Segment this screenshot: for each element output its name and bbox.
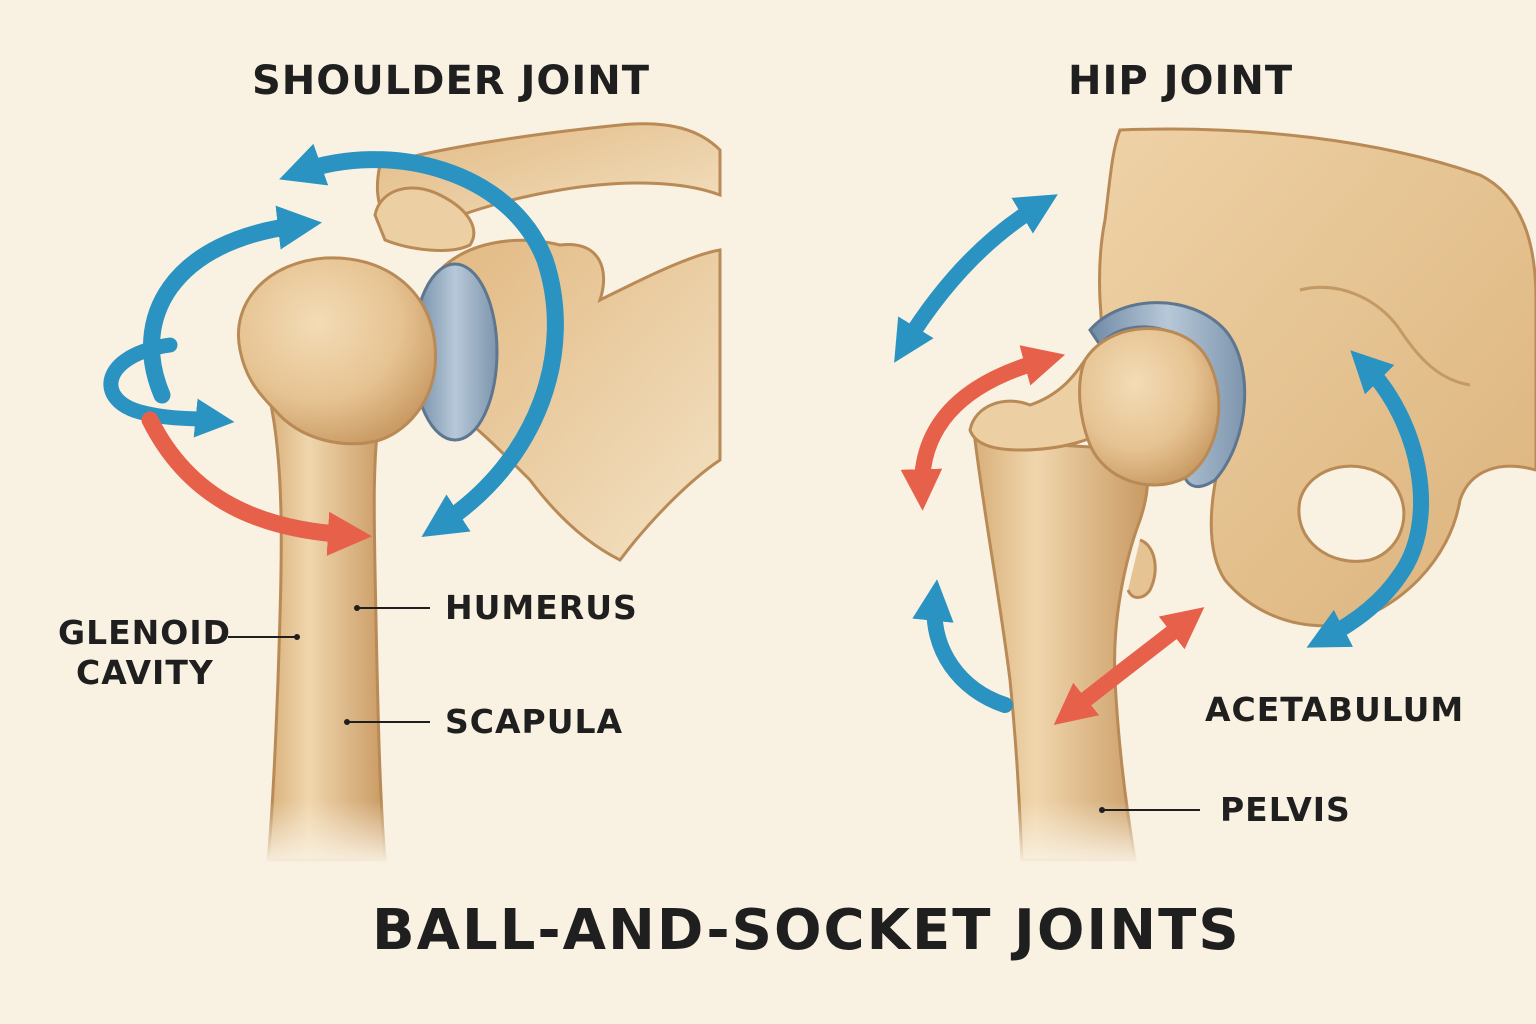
glenoid-leader-dot [294,634,300,640]
shoulder-arrow-rotation [103,337,235,438]
hip-joint-title: HIP JOINT [1068,58,1294,104]
label-humerus: HUMERUS [445,588,638,627]
hip-arrow-red-diagonal [1053,607,1205,725]
femoral-head [1078,327,1221,487]
scapula-leader-dot [344,719,350,725]
label-glenoid-cavity: GLENOID CAVITY [58,613,231,693]
humeral-head [237,256,438,446]
label-scapula: SCAPULA [445,702,624,741]
shoulder-arrow-upper-arc [143,205,322,404]
shoulder-joint-title: SHOULDER JOINT [252,58,651,104]
humerus-shaft [266,398,387,862]
hip-arrow-upper-blue [894,194,1058,363]
hip-arrow-right-blue-arc [1306,350,1430,648]
hip-arrow-lower-blue [912,579,1013,713]
main-title: BALL-AND-SOCKET JOINTS [372,898,1241,963]
shoulder-joint-illustration [103,122,722,865]
humerus-fade [250,800,400,865]
femur-shaft [973,438,1149,862]
hip-joint-illustration [894,127,1536,865]
shoulder-arrow-red-arc [141,411,373,556]
shoulder-arrow-large-arc [279,143,564,538]
lesser-trochanter [1126,538,1157,599]
pelvis-leader-dot [1099,807,1105,813]
label-acetabulum: ACETABULUM [1205,690,1465,729]
label-glenoid-line1: GLENOID [58,613,231,652]
label-pelvis: PELVIS [1220,790,1351,829]
label-glenoid-line2: CAVITY [76,653,214,692]
obturator-foramen [1297,464,1406,563]
scapula [438,238,722,562]
humerus-leader-dot [354,605,360,611]
hip-arrow-red-arc [900,345,1066,511]
ischium [1299,285,1471,387]
